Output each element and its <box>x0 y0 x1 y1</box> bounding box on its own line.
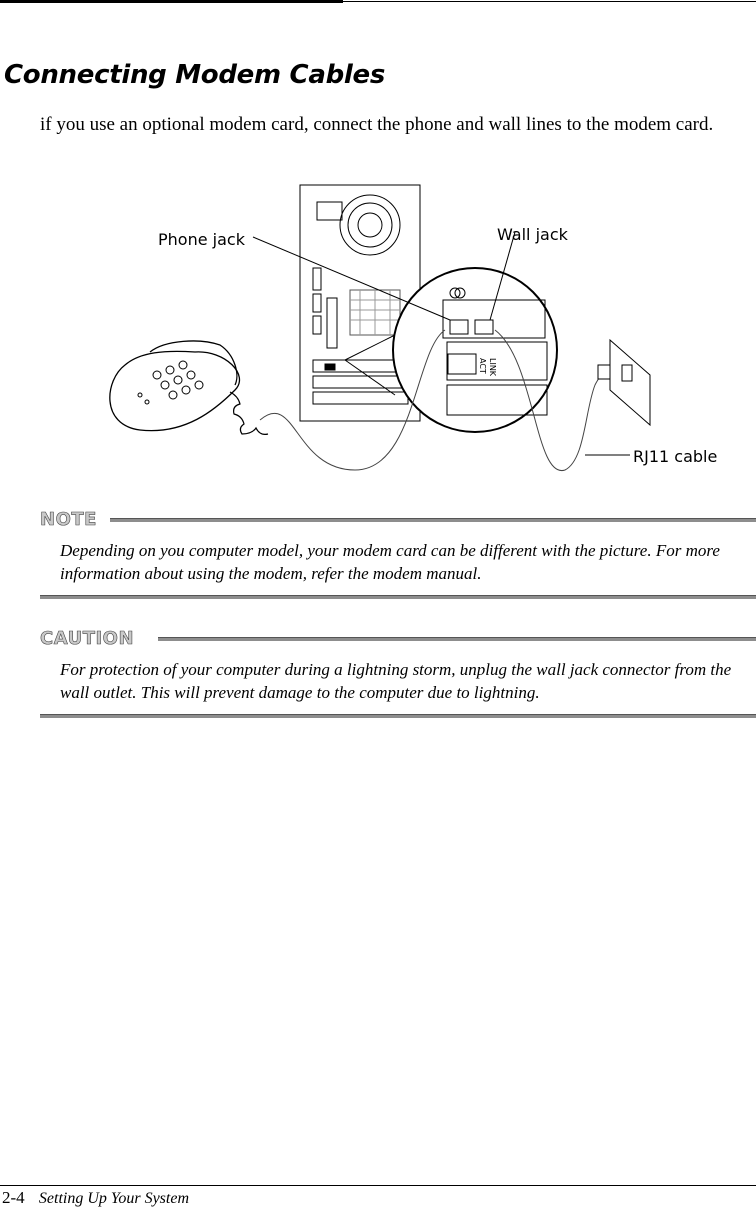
caution-bottom-rule <box>40 714 756 718</box>
illustration-svg: LINK ACT <box>109 184 717 471</box>
caution-box: CAUTION For protection of your computer … <box>40 628 756 718</box>
note-bottom-rule <box>40 595 756 599</box>
phone-cable <box>259 329 446 471</box>
modem-cable-illustration: LINK ACT <box>95 180 735 480</box>
footer-rule <box>0 1185 756 1186</box>
caution-heading: CAUTION <box>40 628 135 650</box>
link-label: LINK <box>488 358 497 377</box>
page-number: 2-4 <box>2 1188 25 1207</box>
caution-rule <box>158 637 756 641</box>
act-label: ACT <box>478 358 487 374</box>
telephone <box>109 340 269 435</box>
note-text: Depending on you computer model, your mo… <box>60 541 720 583</box>
note-box: NOTE Depending on you computer model, yo… <box>40 509 756 599</box>
section-title: Setting Up Your System <box>38 1190 189 1207</box>
header-rule-thin <box>343 1 756 2</box>
intro-paragraph: if you use an optional modem card, conne… <box>40 114 714 135</box>
caution-text: For protection of your computer during a… <box>60 660 732 702</box>
page-footer: 2-4 Setting Up Your System <box>2 1188 189 1208</box>
wall-jack-label: Wall jack <box>497 225 569 244</box>
wall-outlet <box>597 338 651 427</box>
rj11-cable-label: RJ11 cable <box>633 447 717 466</box>
phone-jack-label: Phone jack <box>158 230 246 249</box>
header-rule <box>0 0 343 3</box>
note-heading: NOTE <box>40 509 97 531</box>
magnified-port-view: LINK ACT <box>344 267 558 433</box>
note-rule <box>110 518 756 522</box>
page-title: Connecting Modem Cables <box>4 60 386 90</box>
